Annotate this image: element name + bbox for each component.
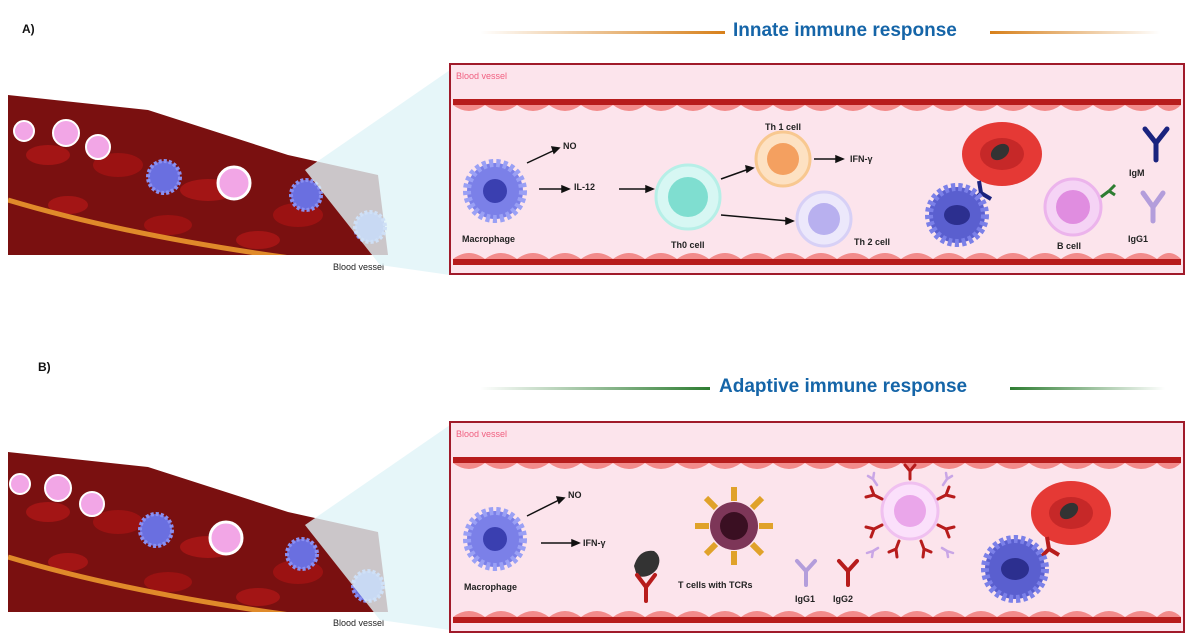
label-ifng-a: IFN-γ [850, 154, 873, 164]
label-th0: Th0 cell [671, 240, 705, 250]
b-cell-receptor [1100, 183, 1117, 199]
pathogen-b [634, 550, 660, 577]
macrophage-cell-b [463, 507, 527, 571]
macrophage-cell-a [463, 159, 527, 223]
macrophage-attached-a [925, 183, 989, 247]
label-ifng-b: IFN-γ [583, 538, 606, 548]
heading-line-left-b [480, 387, 710, 390]
label-il12: IL-12 [574, 182, 596, 192]
label-igg1-b: IgG1 [795, 594, 816, 604]
tissue-illustration-a [8, 95, 388, 255]
heading-line-left-a [480, 31, 725, 34]
heading-line-right-a [990, 31, 1160, 34]
antibody-coated-cell [864, 463, 956, 559]
b-cell [1043, 177, 1103, 237]
th0-cell [654, 163, 722, 231]
antibody-bound-b [1039, 536, 1061, 559]
label-bcell: B cell [1057, 241, 1082, 251]
igg2-antibody-b [837, 559, 859, 587]
vessel-diagram-b [453, 457, 1181, 623]
label-igg1-a: IgG1 [1128, 234, 1149, 244]
heading-innate: Innate immune response [733, 20, 957, 41]
label-igg2-b: IgG2 [833, 594, 854, 604]
zoom-wedge-b [305, 425, 450, 630]
th1-cell [754, 130, 812, 188]
vessel-wall-bottom [453, 259, 1181, 265]
red-blood-cell-b [1031, 481, 1111, 545]
zoom-wedge-a [305, 70, 450, 275]
t-cell-with-tcrs [695, 487, 773, 565]
vessel-box-label-b: Blood vessel [456, 429, 508, 439]
heading-adaptive: Adaptive immune response [719, 376, 968, 397]
label-no-a: NO [563, 141, 577, 151]
blood-vessel-label-a: Blood vessel [333, 262, 385, 272]
vessel-box-label-a: Blood vessel [456, 71, 508, 81]
igg2-antibody-bound [635, 573, 657, 603]
blood-vessel-label-b: Blood vessel [333, 618, 385, 628]
panel-b-letter: B) [38, 360, 51, 374]
label-th1: Th 1 cell [765, 122, 802, 132]
vessel-diagram-a [453, 99, 1181, 265]
vessel-wall-top [453, 99, 1181, 105]
heading-line-right-b [1010, 387, 1165, 390]
label-tcells: T cells with TCRs [678, 580, 753, 590]
label-th2: Th 2 cell [854, 237, 891, 247]
macrophage-attached-b [981, 535, 1049, 603]
label-no-b: NO [568, 490, 582, 500]
label-igm: IgM [1129, 168, 1145, 178]
igm-antibody [1142, 126, 1170, 163]
label-macrophage-b: Macrophage [464, 582, 518, 592]
red-blood-cell-a [962, 122, 1042, 186]
igg1-antibody-a [1140, 190, 1166, 224]
label-macrophage-a: Macrophage [462, 234, 516, 244]
tissue-illustration-b [8, 452, 388, 612]
th2-cell [795, 190, 853, 248]
panel-a-letter: A) [22, 22, 35, 36]
igg1-antibody-b [795, 559, 817, 587]
